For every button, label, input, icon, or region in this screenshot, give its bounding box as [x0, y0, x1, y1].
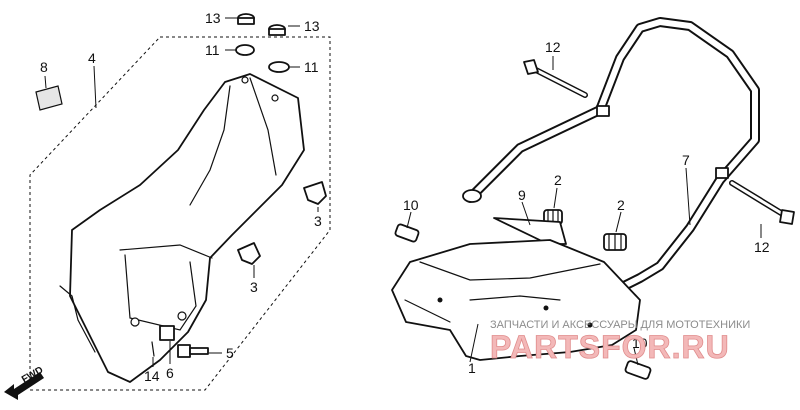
callout-12-upper: 12: [545, 39, 561, 55]
clip-3-lower: [237, 242, 261, 265]
callout-2-left: 2: [554, 172, 562, 188]
bolt-12-upper: [523, 59, 588, 98]
fwd-arrow: [4, 372, 44, 400]
callout-10-upper: 10: [403, 197, 419, 213]
watermark-brand: PARTSFOR.RU: [490, 329, 730, 365]
washer-11-left: [235, 44, 255, 56]
cushion-2-right: [603, 233, 627, 251]
collar-10-upper: [394, 223, 420, 243]
inner-fender: [59, 73, 305, 383]
callout-1: 1: [468, 360, 476, 376]
clip-3-upper: [303, 181, 327, 205]
collar-6: [159, 325, 175, 341]
callout-9: 9: [518, 187, 526, 203]
nut-13-right: [268, 24, 286, 36]
watermark-caption: ЗАПЧАСТИ И АКСЕССУАРЫ ДЛЯ МОТОТЕХНИКИ: [490, 319, 750, 331]
callout-3-lower: 3: [250, 279, 258, 295]
callout-10-lower: 10: [632, 335, 648, 351]
callout-14: 14: [144, 368, 160, 384]
bolt-12-lower: [729, 180, 795, 225]
callout-8: 8: [40, 59, 48, 75]
callout-6: 6: [166, 365, 174, 381]
assembly-frame: [29, 36, 331, 391]
nut-13-left: [237, 13, 255, 25]
callout-5: 5: [226, 345, 234, 361]
rear-fender: [391, 239, 641, 361]
callout-7: 7: [682, 152, 690, 168]
callout-4: 4: [88, 50, 96, 66]
seal-strip-9: [493, 217, 567, 245]
callout-13-left: 13: [205, 10, 221, 26]
label-plate: [35, 85, 63, 111]
callout-12-lower: 12: [754, 239, 770, 255]
callout-3-upper: 3: [314, 213, 322, 229]
collar-10-lower: [624, 360, 652, 380]
callout-13-right: 13: [304, 18, 320, 34]
leader-lines: [44, 17, 762, 367]
washer-11-right: [268, 61, 290, 73]
callout-2-right: 2: [617, 197, 625, 213]
callout-11-left: 11: [205, 42, 220, 58]
callout-11-right: 11: [304, 59, 319, 75]
clip-14: [151, 341, 155, 357]
bolt-5: [177, 344, 209, 358]
